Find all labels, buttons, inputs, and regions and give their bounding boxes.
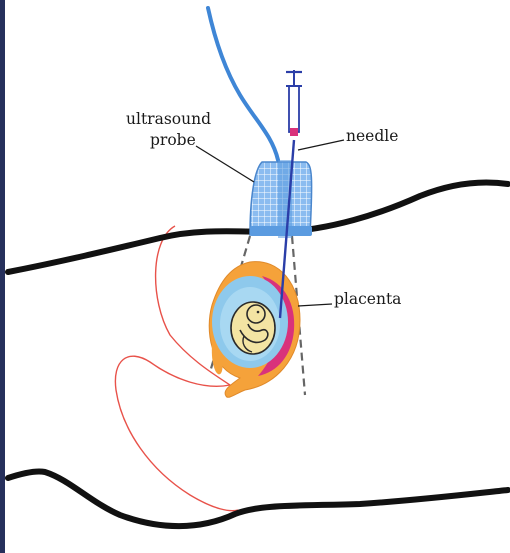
ultrasound-label-line1: ultrasound bbox=[126, 110, 211, 128]
needle-leader-line bbox=[298, 140, 344, 150]
ultrasound-probe bbox=[250, 160, 312, 238]
placenta-leader-line bbox=[298, 304, 332, 306]
left-edge-strip bbox=[0, 0, 5, 553]
back-contour bbox=[8, 471, 508, 526]
needle-label: needle bbox=[346, 127, 398, 145]
probe-cable bbox=[208, 8, 278, 160]
fetus bbox=[231, 302, 275, 354]
placenta-label: placenta bbox=[334, 290, 401, 308]
ultrasound-leader-line bbox=[196, 146, 254, 182]
ultrasound-label-line2: probe bbox=[150, 131, 196, 149]
